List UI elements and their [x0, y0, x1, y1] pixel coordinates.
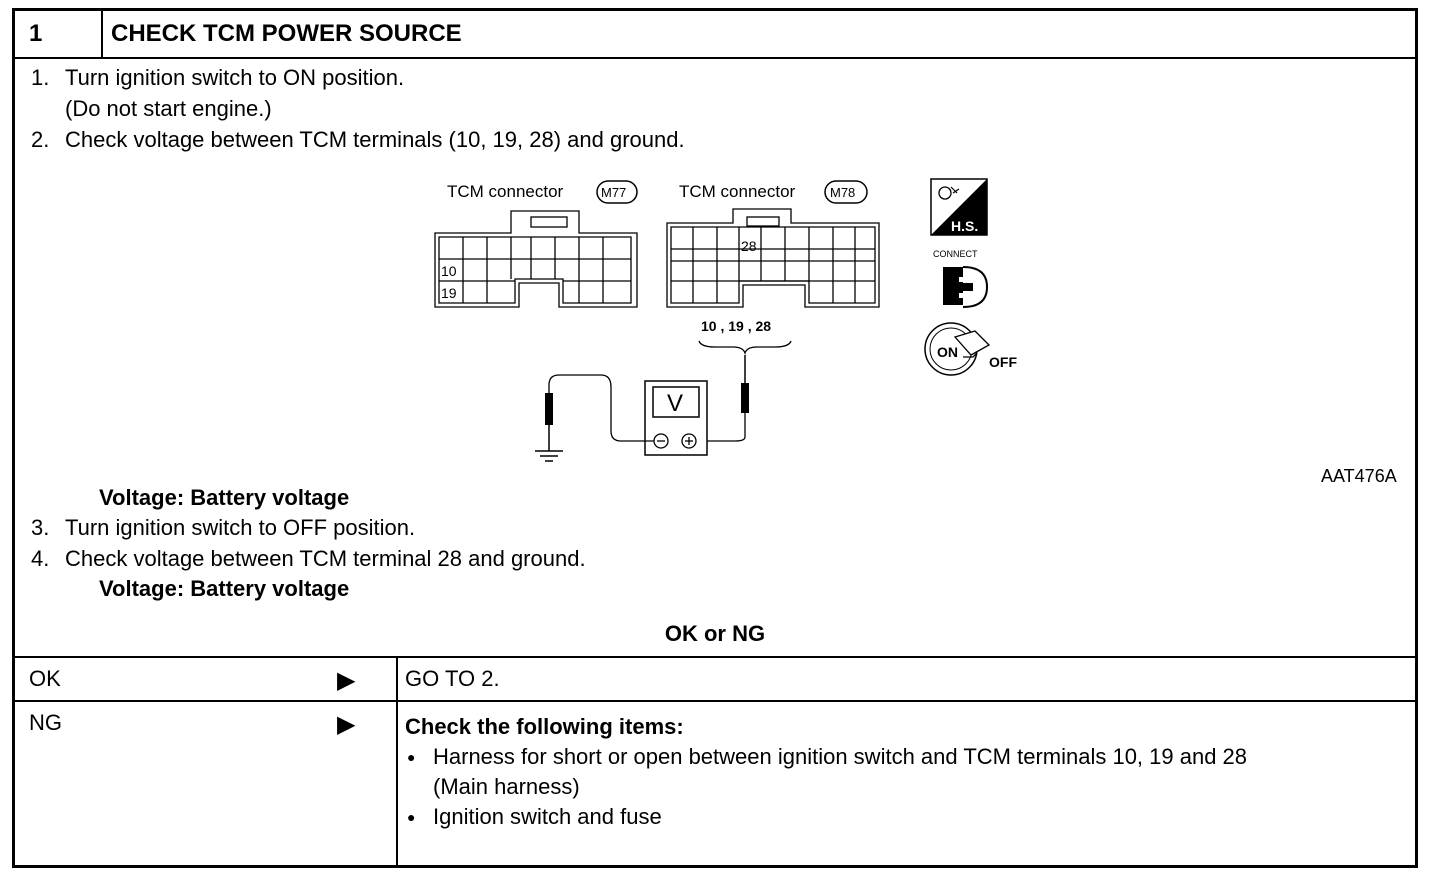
connector1-id-badge	[596, 180, 638, 204]
ng-item: ● Ignition switch and fuse	[405, 802, 1247, 832]
probe-negative	[545, 393, 553, 425]
connector1-label: TCM connector	[447, 182, 564, 201]
probe-terminals-label: 10 , 19 , 28	[701, 318, 771, 334]
hs-icon	[930, 178, 988, 236]
ng-result: Check the following items: ● Harness for…	[405, 712, 1247, 832]
step-1-note-text: (Do not start engine.)	[65, 96, 272, 121]
switch-off-label: OFF	[989, 354, 1017, 370]
step-title: CHECK TCM POWER SOURCE	[111, 20, 462, 47]
ok-divider	[396, 658, 398, 702]
connector-m77	[434, 210, 638, 308]
ng-label: NG	[29, 710, 62, 735]
ng-item: ● Harness for short or open between igni…	[405, 742, 1247, 772]
ok-row: OK ▶ GO TO 2.	[15, 656, 1415, 702]
figure-code: AAT476A	[1321, 466, 1397, 486]
meter-letter: V	[667, 390, 683, 417]
step-4-text: Check voltage between TCM terminal 28 an…	[65, 546, 586, 571]
hs-label: H.S.	[951, 218, 978, 234]
connector-diagram: TCM connector M77 TCM connector M78 10 1…	[434, 178, 1017, 462]
lead-positive	[703, 413, 746, 442]
step-header: 1 CHECK TCM POWER SOURCE	[15, 11, 1415, 59]
probe-bracket	[698, 340, 792, 356]
connector2-id: M78	[830, 185, 855, 200]
lead-negative	[548, 374, 654, 442]
step-1-number: 1.	[31, 65, 50, 90]
probe-positive	[741, 383, 749, 413]
connect-icon	[943, 266, 989, 308]
spec-voltage-2: Voltage: Battery voltage	[99, 576, 350, 601]
step-4-number: 4.	[31, 546, 50, 571]
pin-28-label: 28	[741, 238, 757, 254]
bullet-icon: ●	[407, 809, 416, 825]
connector2-label: TCM connector	[679, 182, 796, 201]
spec-voltage-1: Voltage: Battery voltage	[99, 485, 350, 510]
ignition-switch-icon	[924, 322, 991, 376]
step-1-text: Turn ignition switch to ON position.	[65, 65, 405, 90]
ok-arrow-icon: ▶	[337, 667, 356, 694]
ng-heading: Check the following items:	[405, 714, 684, 739]
connect-label: CONNECT	[933, 249, 978, 259]
step-3-text: Turn ignition switch to OFF position.	[65, 515, 416, 540]
procedure-table: 1 CHECK TCM POWER SOURCE 1. Turn ignitio…	[12, 8, 1418, 868]
ground-symbol	[535, 450, 563, 462]
step-number: 1	[15, 11, 103, 57]
ng-row: NG ▶ Check the following items: ● Harnes…	[15, 700, 1415, 865]
voltmeter	[644, 380, 708, 456]
ng-item-continuation: (Main harness)	[405, 772, 1247, 802]
ok-label: OK	[29, 666, 61, 691]
step-2-number: 2.	[31, 127, 50, 152]
step-3-number: 3.	[31, 515, 50, 540]
ng-item-text: (Main harness)	[433, 774, 580, 799]
step-2-text: Check voltage between TCM terminals (10,…	[65, 127, 685, 152]
connector-m78	[666, 208, 880, 308]
connector1-id: M77	[601, 185, 626, 200]
pin-10-label: 10	[441, 263, 457, 279]
ok-result: GO TO 2.	[405, 666, 500, 691]
ok-or-ng-label: OK or NG	[664, 621, 766, 646]
ng-item-text: Ignition switch and fuse	[433, 804, 662, 829]
bullet-icon: ●	[407, 749, 416, 765]
ng-arrow-icon: ▶	[337, 711, 356, 738]
pin-19-label: 19	[441, 285, 457, 301]
connector2-id-badge	[824, 180, 868, 204]
switch-on-label: ON	[937, 344, 958, 360]
ng-divider	[396, 702, 398, 865]
ng-item-text: Harness for short or open between igniti…	[433, 744, 1248, 769]
